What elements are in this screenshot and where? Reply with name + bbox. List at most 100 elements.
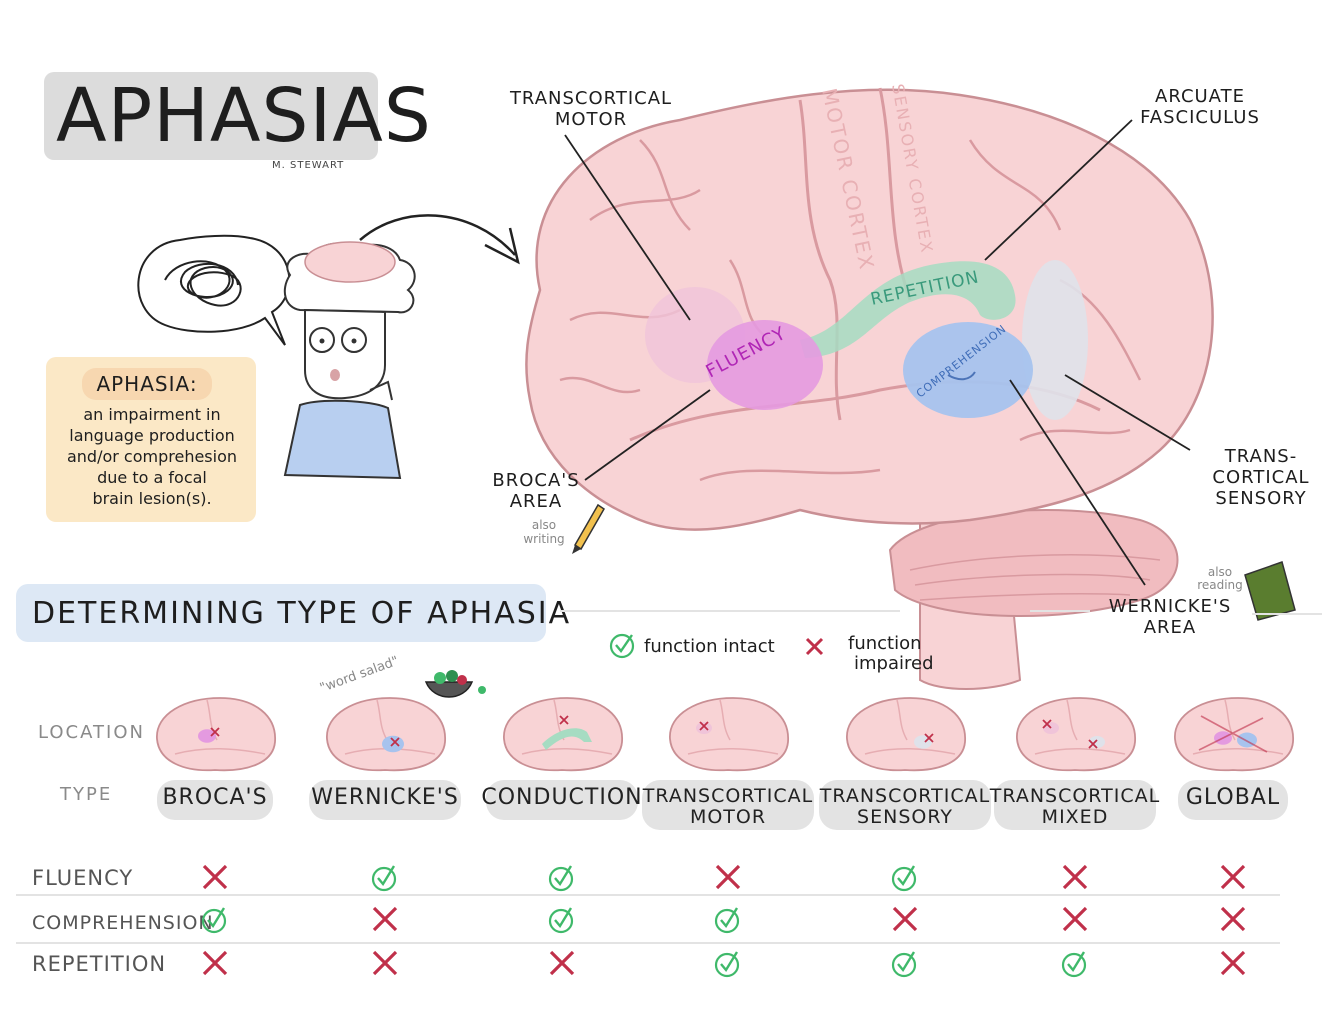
transcortical-sensory-label: TRANS- CORTICAL SENSORY [1196, 446, 1326, 509]
definition-heading-background [82, 368, 212, 400]
type-pill-background [642, 780, 814, 830]
type-label-line: SENSORY [857, 806, 953, 828]
type-label-line: WERNICKE'S [311, 785, 459, 810]
repetition-row-label: REPETITION [32, 952, 167, 976]
check-icon [548, 907, 574, 934]
comprehension-row-label: COMPREHENSION [32, 912, 214, 934]
divider-line [560, 610, 900, 612]
title-background [44, 72, 378, 160]
mini-brain-7 [1174, 697, 1294, 772]
label-line: AREA [1143, 617, 1197, 638]
salad-bowl-icon [424, 670, 486, 698]
location-row-label: LOCATION [38, 722, 145, 743]
type-pill-background [1178, 780, 1288, 820]
mini-brain-6 [1016, 697, 1136, 772]
brocas-area-label: BROCA'S AREA [486, 470, 586, 512]
check-icon [1061, 951, 1087, 978]
fluency-row-label: FLUENCY [32, 866, 134, 890]
type-label: WERNICKE'S [299, 786, 471, 810]
cross-icon [1220, 906, 1246, 932]
note-line: also [531, 518, 557, 532]
arcuate-fasciculus-label: ARCUATE FASCICULUS [1120, 86, 1280, 128]
definition-line: due to a focal [97, 468, 207, 487]
word-salad-note: "word salad" [318, 653, 401, 697]
pencil-icon [572, 503, 606, 554]
type-label-line: BROCA'S [162, 785, 268, 810]
cross-icon [549, 950, 575, 976]
definition-line: brain lesion(s). [92, 489, 212, 508]
mini-brain-1 [156, 697, 276, 772]
type-label-line: CONDUCTION [481, 785, 643, 810]
also-writing-note: also writing [514, 518, 574, 546]
page-title: APHASIAS [56, 73, 432, 159]
definition-text: an impairment in language production and… [52, 404, 252, 509]
label-line: WERNICKE'S [1108, 596, 1232, 617]
cross-icon [202, 950, 228, 976]
divider-line [1030, 610, 1090, 612]
definition-heading: APHASIA: [96, 372, 198, 396]
definition-line: an impairment in [83, 405, 221, 424]
mini-brain-4 [669, 697, 789, 772]
wernickes-area-region [903, 322, 1033, 418]
author-credit: M. STEWART [272, 160, 345, 171]
cross-icon [372, 950, 398, 976]
type-label-line: TRANSCORTICAL [642, 785, 814, 807]
type-label: BROCA'S [147, 786, 283, 810]
section-title: DETERMINING TYPE OF APHASIA [32, 596, 572, 631]
legend-intact-label: function intact [644, 636, 775, 657]
cross-icon [1220, 864, 1246, 890]
wernickes-area-label: WERNICKE'S AREA [1090, 596, 1250, 638]
definition-line: language production [69, 426, 235, 445]
also-reading-note: also reading [1190, 566, 1250, 592]
brocas-area-region [707, 320, 823, 410]
label-line: FASCICULUS [1140, 107, 1260, 128]
cross-icon [1220, 950, 1246, 976]
note-line: reading [1197, 578, 1243, 592]
label-line: MOTOR [554, 109, 628, 130]
check-icon [714, 951, 740, 978]
table-row-divider [16, 942, 1280, 944]
mini-brain-5 [846, 697, 966, 772]
note-line: also [1207, 565, 1233, 579]
type-label-line: MOTOR [689, 806, 767, 828]
check-icon [891, 865, 917, 892]
check-icon [201, 907, 227, 934]
type-label-line: MIXED [1041, 806, 1109, 828]
check-icon [609, 633, 635, 659]
legend-impaired-label: function impaired [836, 634, 934, 674]
arcuate-fasciculus-region [800, 261, 1016, 358]
cross-icon [372, 906, 398, 932]
transcortical-sensory-region [1022, 260, 1088, 420]
check-icon [714, 907, 740, 934]
check-icon [371, 865, 397, 892]
curved-arrow-icon [359, 214, 516, 256]
brain-diagram: MOTOR CORTEX SENSORY CORTEX FLUENCY REPE… [525, 82, 1296, 690]
type-pill-background [994, 780, 1156, 830]
label-line: AREA [509, 491, 563, 512]
cross-icon [1062, 906, 1088, 932]
type-label-line: TRANSCORTICAL [989, 785, 1161, 807]
label-line: SENSORY [1215, 488, 1307, 509]
check-icon [891, 951, 917, 978]
mini-brain-2 [326, 697, 446, 772]
speech-bubble-icon [137, 234, 291, 346]
type-row-label: TYPE [60, 784, 113, 805]
legend-line: function [847, 633, 922, 654]
book-icon [1244, 561, 1296, 621]
type-pill-background [157, 780, 273, 820]
mini-brain-3 [503, 697, 623, 772]
table-row-divider [16, 894, 1280, 896]
divider-line [1252, 613, 1322, 615]
definition-line: and/or comprehesion [66, 447, 238, 466]
type-label: GLOBAL [1168, 786, 1298, 810]
label-line: TRANS- [1224, 446, 1298, 467]
cross-icon [805, 637, 824, 656]
type-pill-background [486, 780, 638, 820]
cross-icon [1062, 864, 1088, 890]
type-pill-background [819, 780, 991, 830]
note-line: writing [523, 532, 565, 546]
label-line: CORTICAL [1212, 467, 1310, 488]
